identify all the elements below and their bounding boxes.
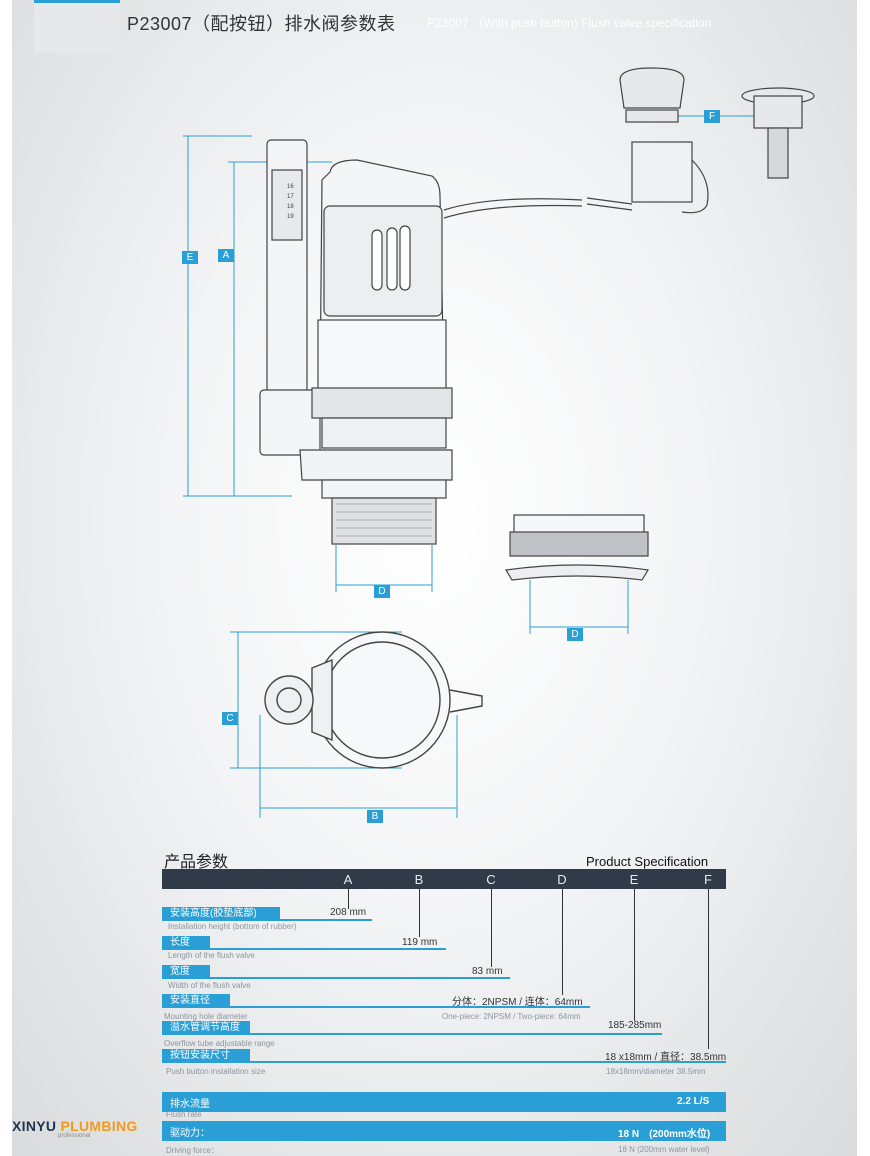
column-f: F	[704, 872, 712, 887]
title-cn: P23007（配按钮）排水阀参数表	[127, 14, 396, 34]
row-value: 185-285mm	[608, 1020, 662, 1031]
guide-f	[708, 889, 709, 1049]
spec-sheet-page: P23007（配按钮）排水阀参数表 P23007 （With push butt…	[12, 0, 857, 1156]
row-label-overflow-range: 溢水管调节高度	[162, 1021, 250, 1035]
driving-force-label-en: Driving force：	[166, 1146, 219, 1155]
dim-tag-d-detail: D	[567, 628, 583, 641]
row-label-width: 宽度	[162, 965, 210, 979]
driving-force-bar: 驱动力： 18 N (200mm水位)	[162, 1121, 726, 1141]
logo-name-b: PLUMBING	[60, 1118, 138, 1134]
row-value: 18 x18mm / 直径：38.5mm	[605, 1052, 727, 1063]
row-label-en: Installation height (bottom of rubber)	[168, 922, 297, 931]
driving-force-label: 驱动力：	[170, 1128, 210, 1139]
flow-rate-label-en: Flush rate	[166, 1110, 202, 1119]
flow-rate-bar: 排水流量 2.2 L/S	[162, 1092, 726, 1112]
row-line	[202, 977, 510, 979]
dim-tag-e: E	[182, 251, 198, 264]
guide-d	[562, 889, 563, 995]
row-line	[202, 948, 446, 950]
dim-tag-d: D	[374, 585, 390, 598]
column-e: E	[629, 872, 639, 887]
scale-mark: 18	[287, 204, 294, 210]
overflow-scale: 16 17 18 19	[287, 182, 294, 222]
column-c: C	[486, 872, 496, 887]
row-value: 208 mm	[330, 907, 367, 918]
guide-c	[491, 889, 492, 967]
dim-tag-f: F	[704, 110, 720, 123]
row-value: 119 mm	[402, 937, 438, 948]
row-label-en: Push button installation size	[166, 1067, 266, 1076]
row-label-en: Overflow tube adjustable range	[164, 1039, 275, 1048]
guide-b	[419, 889, 420, 937]
dim-tag-a: A	[218, 249, 234, 262]
scale-mark: 19	[287, 214, 294, 220]
title-en: P23007 （With push button) Flush valve sp…	[427, 16, 712, 30]
flow-rate-value: 2.2 L/S	[677, 1096, 710, 1107]
row-label-install-height: 安装高度(胶垫底部)	[162, 907, 280, 921]
row-label-en: Mounting hole diameter	[164, 1012, 248, 1021]
row-label-mounting-diameter: 安装直径	[162, 994, 230, 1008]
column-d: D	[557, 872, 567, 887]
spec-title-en: Product Specification	[586, 854, 709, 869]
column-b: B	[414, 872, 424, 887]
row-value-en: One-piece: 2NPSM / Two-piece: 64mm	[442, 1012, 581, 1021]
row-label-button-size: 按钮安装尺寸	[162, 1049, 250, 1063]
row-value-en: 18x18mm/diameter 38.5mm	[606, 1067, 706, 1076]
row-label-en: Width of the flush valve	[168, 981, 251, 990]
dim-tag-c: C	[222, 712, 238, 725]
row-value: 分体：2NPSM / 连体：64mm	[452, 997, 583, 1008]
row-line	[242, 1061, 726, 1063]
logo-subtitle: professional	[58, 1133, 91, 1139]
row-line	[242, 1033, 662, 1035]
scale-mark: 16	[287, 184, 294, 190]
row-label-length: 长度	[162, 936, 210, 950]
logo-name-a: XINYU	[12, 1118, 57, 1134]
guide-e	[634, 889, 635, 1021]
driving-force-value: 18 N (200mm水位)	[618, 1129, 711, 1140]
dim-tag-b: B	[367, 810, 383, 823]
row-label-en: Length of the flush valve	[168, 951, 255, 960]
technical-drawing	[183, 67, 815, 818]
spec-column-header: A B C D E F	[162, 869, 726, 889]
flow-rate-label: 排水流量	[170, 1099, 210, 1110]
corner-box	[34, 0, 120, 53]
column-a: A	[343, 872, 353, 887]
row-value: 83 mm	[472, 966, 503, 977]
spec-title-cn: 产品参数	[164, 854, 229, 871]
row-line	[222, 1006, 590, 1008]
brand-logo: XINYU PLUMBING professional	[12, 1118, 138, 1139]
guide-a	[348, 889, 349, 909]
driving-force-value-en: 18 N (200mm water level)	[618, 1145, 710, 1154]
row-line	[272, 919, 372, 921]
scale-mark: 17	[287, 194, 294, 200]
